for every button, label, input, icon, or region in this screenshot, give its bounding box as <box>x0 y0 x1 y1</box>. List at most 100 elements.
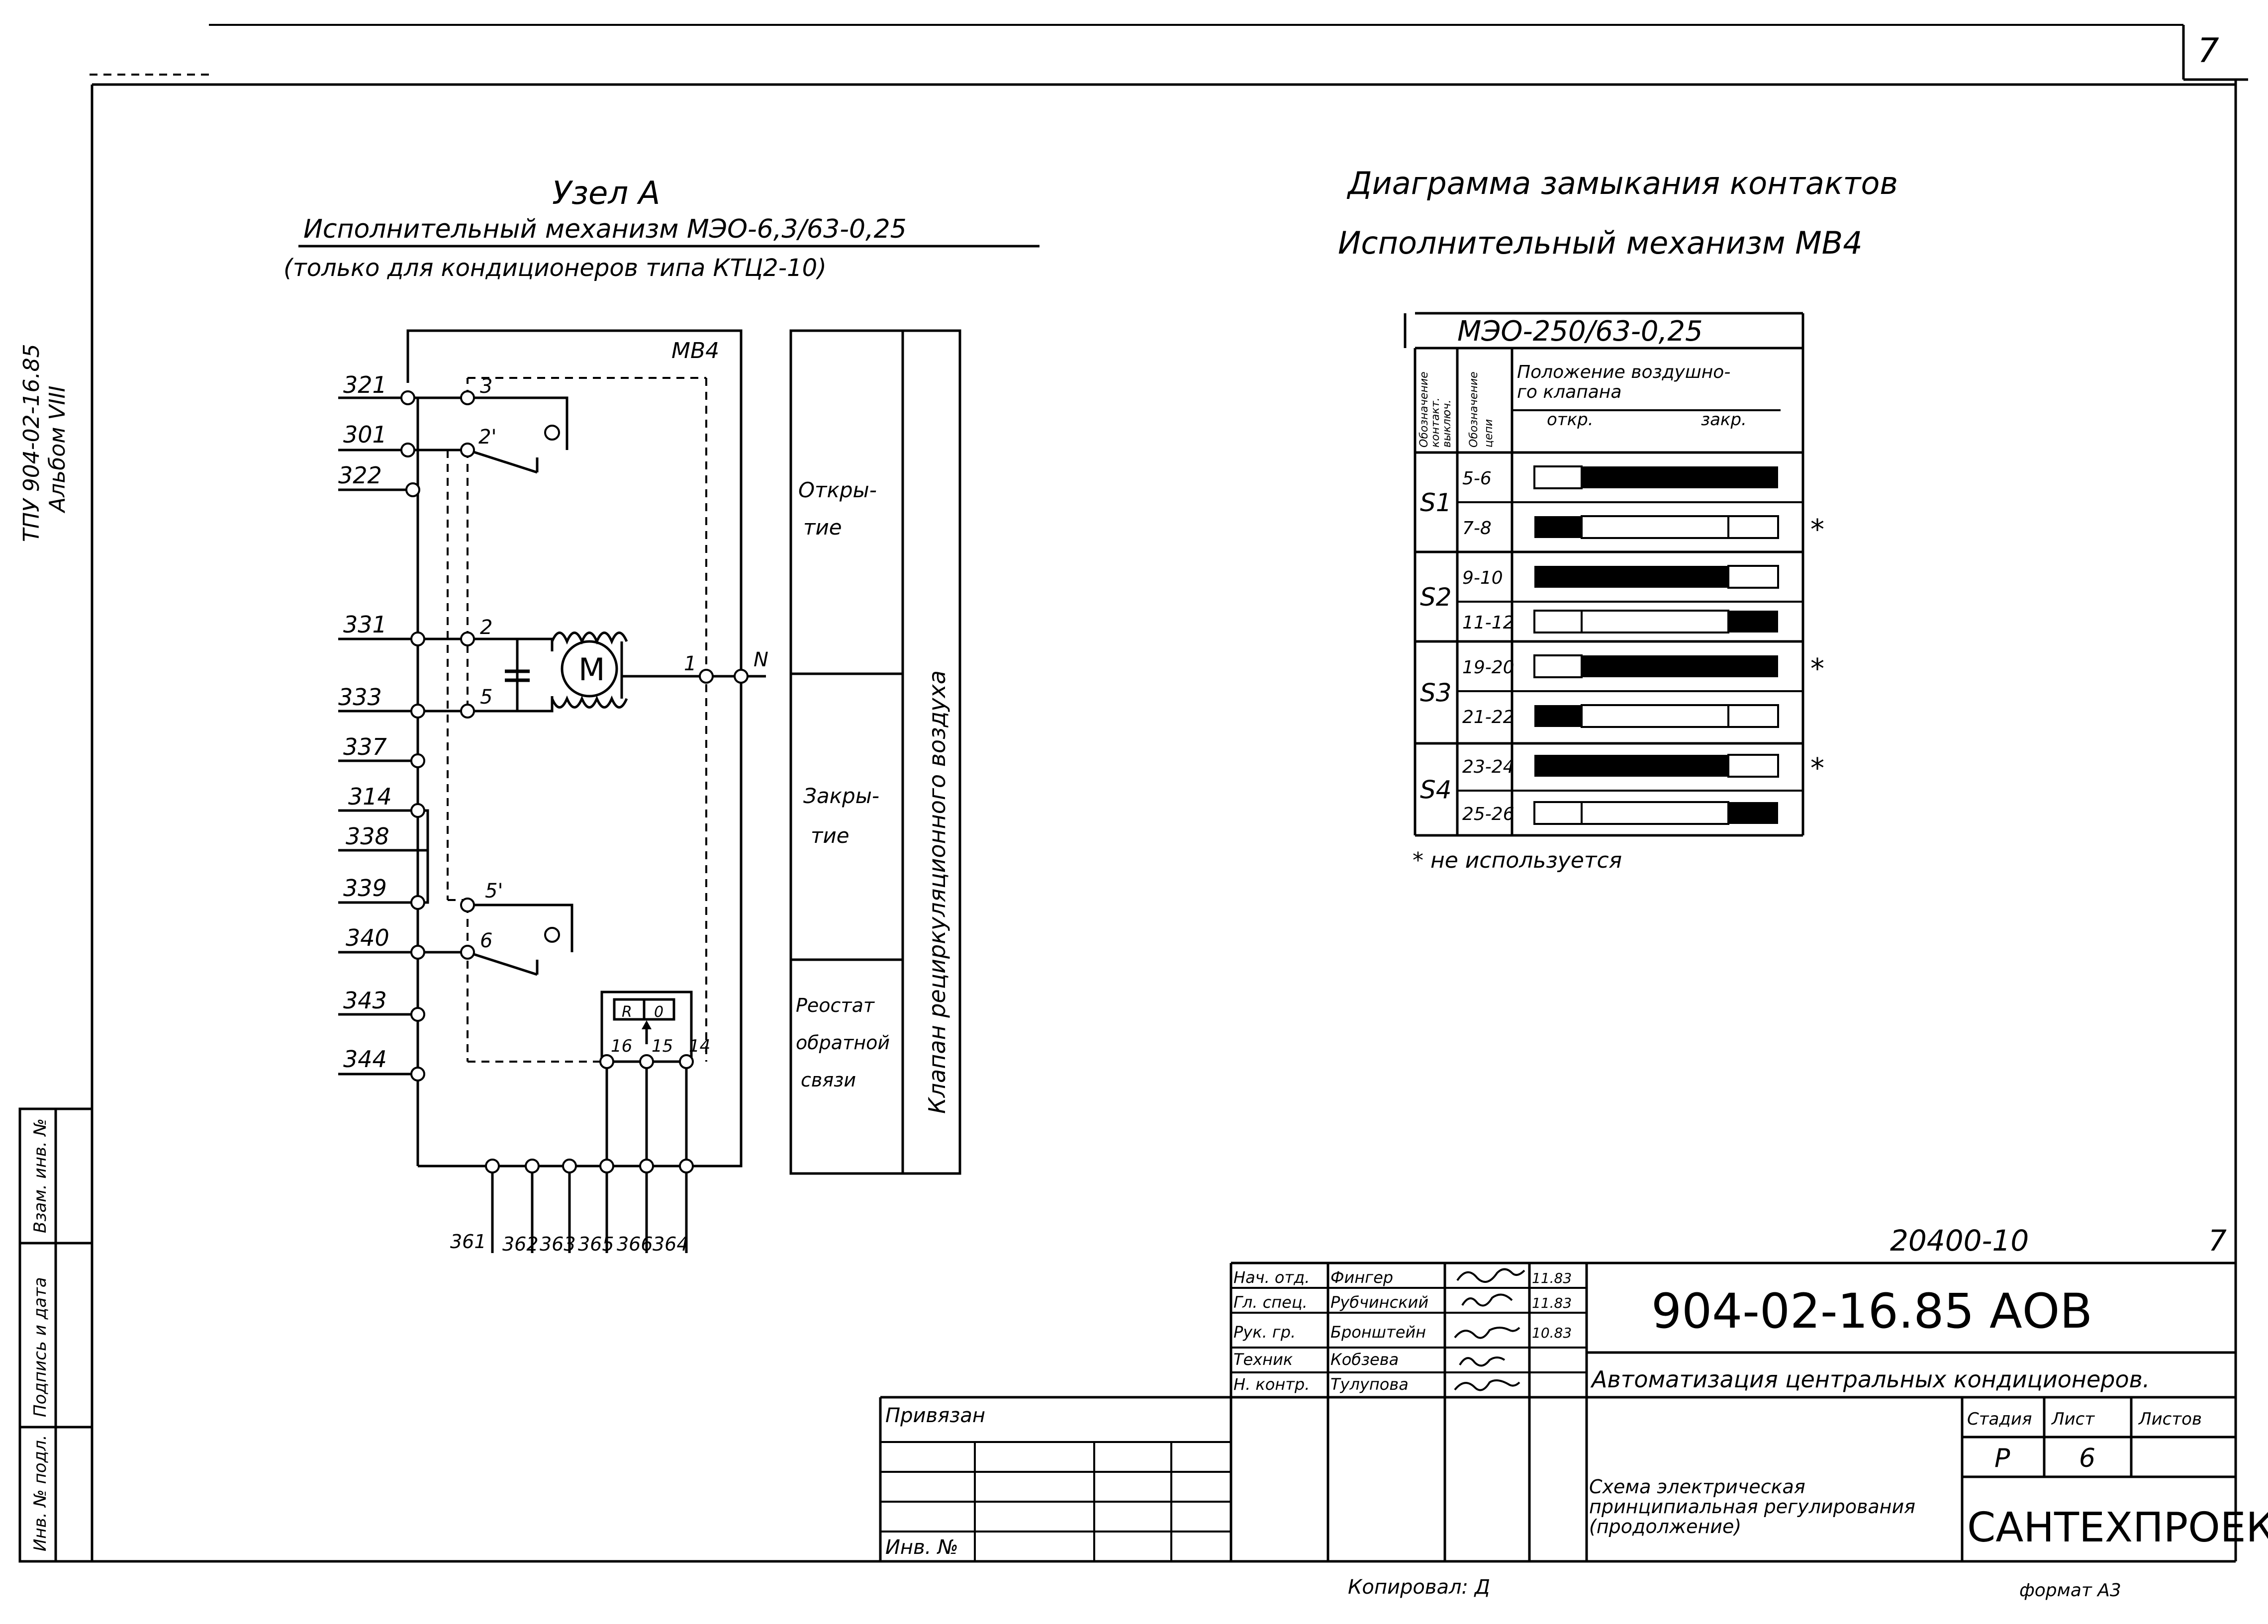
contact-segment <box>1534 566 1582 588</box>
unused-markers: *** <box>1810 514 1824 785</box>
strip-inv: Инв. № подл. <box>30 1435 50 1551</box>
contact-5p: 5' <box>485 880 503 902</box>
term-331: 331 <box>343 611 387 638</box>
role-3: Техник <box>1233 1350 1293 1369</box>
bterm-366: 366 <box>617 1233 653 1255</box>
sheet-small: 7 <box>2208 1224 2227 1258</box>
contact-segment <box>1728 466 1778 488</box>
strip-sign: Подпись и дата <box>30 1277 50 1417</box>
role-0: Нач. отд. <box>1233 1268 1310 1287</box>
func-rheo-3: связи <box>801 1069 856 1091</box>
motor-letter: М <box>578 651 605 688</box>
limit-switch-bottom <box>467 903 573 976</box>
contact-segment <box>1727 515 1779 539</box>
term-314: 314 <box>348 783 392 810</box>
unused-star: * <box>1810 653 1824 685</box>
closed-label: закр. <box>1701 410 1747 430</box>
rheo-right: 0 <box>654 1003 663 1021</box>
contact-bars <box>1533 465 1779 825</box>
side-code: ТПУ 904-02-16.85 <box>19 344 44 542</box>
contact-3: 3 <box>480 375 492 398</box>
contact-segment <box>1727 565 1779 589</box>
contact-1: 1 <box>684 652 696 675</box>
circuit-label: 9-10 <box>1462 568 1503 588</box>
copied-by: Копировал: Д <box>1348 1576 1490 1599</box>
contact-2p: 2' <box>478 426 496 449</box>
strip-replace: Взам. инв. № <box>30 1118 50 1233</box>
stage-value: Р <box>1994 1444 2010 1473</box>
contact-segment <box>1728 611 1778 632</box>
switch-label: S1 <box>1420 488 1452 517</box>
func-rheo-2: обратной <box>796 1032 890 1054</box>
name-2: Бронштейн <box>1330 1323 1426 1342</box>
sheet-title: Схема электрическая принципиальная регул… <box>1589 1477 1916 1537</box>
bterm-364: 364 <box>653 1233 689 1255</box>
term-344: 344 <box>343 1046 387 1073</box>
node-note: (только для кондиционеров типа КТЦ2-10) <box>284 254 827 282</box>
external-wiring <box>338 396 766 1253</box>
contact-5: 5 <box>480 686 492 709</box>
contact-segment <box>1533 465 1583 489</box>
term-343: 343 <box>343 987 387 1014</box>
col3-b: го клапана <box>1517 382 1621 402</box>
term-337: 337 <box>343 733 387 760</box>
term-340: 340 <box>346 924 389 951</box>
project-name: Автоматизация центральных кондиционеров. <box>1590 1366 2150 1393</box>
circuit-label: 11-12 <box>1462 613 1514 633</box>
name-3: Кобзева <box>1330 1350 1399 1369</box>
role-2: Рук. гр. <box>1233 1323 1296 1342</box>
diagram-title: Диаграмма замыкания контактов <box>1346 165 1898 201</box>
circuit-label: 23-24 <box>1462 757 1514 777</box>
contact-segment <box>1581 801 1729 825</box>
format: формат А3 <box>2019 1580 2121 1601</box>
open-label: откр. <box>1547 410 1594 430</box>
col2-a: Обозначение <box>1468 371 1480 448</box>
col3-a: Положение воздушно- <box>1517 362 1730 382</box>
contact-segment <box>1581 610 1729 633</box>
unused-star: * <box>1810 752 1824 785</box>
contact-segment <box>1533 610 1583 633</box>
contact-segment <box>1582 755 1728 777</box>
diagram-footnote: * не используется <box>1413 848 1622 873</box>
contact-segment <box>1582 566 1728 588</box>
motor-symbol <box>551 632 628 709</box>
doc-code: 904-02-16.85 АОВ <box>1651 1283 2092 1339</box>
table-title: МЭО-250/63-0,25 <box>1457 315 1703 348</box>
func-rheo-1: Реостат <box>796 994 875 1016</box>
bound-label: Привязан <box>885 1404 985 1427</box>
contact-segment <box>1534 705 1582 727</box>
switch-label: S2 <box>1420 583 1452 612</box>
contact-segment <box>1727 754 1779 778</box>
circuit-label: 21-22 <box>1462 707 1514 727</box>
contact-2: 2 <box>480 616 492 639</box>
capacitor-symbol <box>505 639 530 711</box>
term-321: 321 <box>343 371 387 398</box>
term-301: 301 <box>343 421 387 448</box>
rheo-left: R <box>622 1003 632 1021</box>
date-0: 11.83 <box>1532 1270 1572 1286</box>
bterm-362: 362 <box>502 1233 539 1255</box>
rheostat-symbol <box>600 991 693 1063</box>
circuit-label: 19-20 <box>1462 657 1514 678</box>
func-open-1: Откры- <box>798 478 877 502</box>
contact-15: 15 <box>652 1036 673 1056</box>
bterm-361: 361 <box>450 1231 486 1253</box>
role-1: Гл. спец. <box>1233 1293 1308 1312</box>
node-subtitle: Исполнительный механизм МЭО-6,3/63-0,25 <box>303 214 907 244</box>
side-album: Альбом VIII <box>45 386 70 514</box>
title-block <box>879 1262 2236 1561</box>
sheet-frame <box>20 24 2248 1563</box>
name-0: Фингер <box>1330 1268 1393 1287</box>
function-table <box>789 329 961 1175</box>
func-open-2: тие <box>803 515 842 540</box>
contact-segment <box>1533 801 1583 825</box>
mv4-label: МВ4 <box>671 338 719 363</box>
col1-b: контакт. <box>1429 397 1442 448</box>
internal-wiring <box>447 377 707 1063</box>
valve-label: Клапан рециркуляционного воздуха <box>924 670 950 1114</box>
contact-segment <box>1533 654 1583 678</box>
